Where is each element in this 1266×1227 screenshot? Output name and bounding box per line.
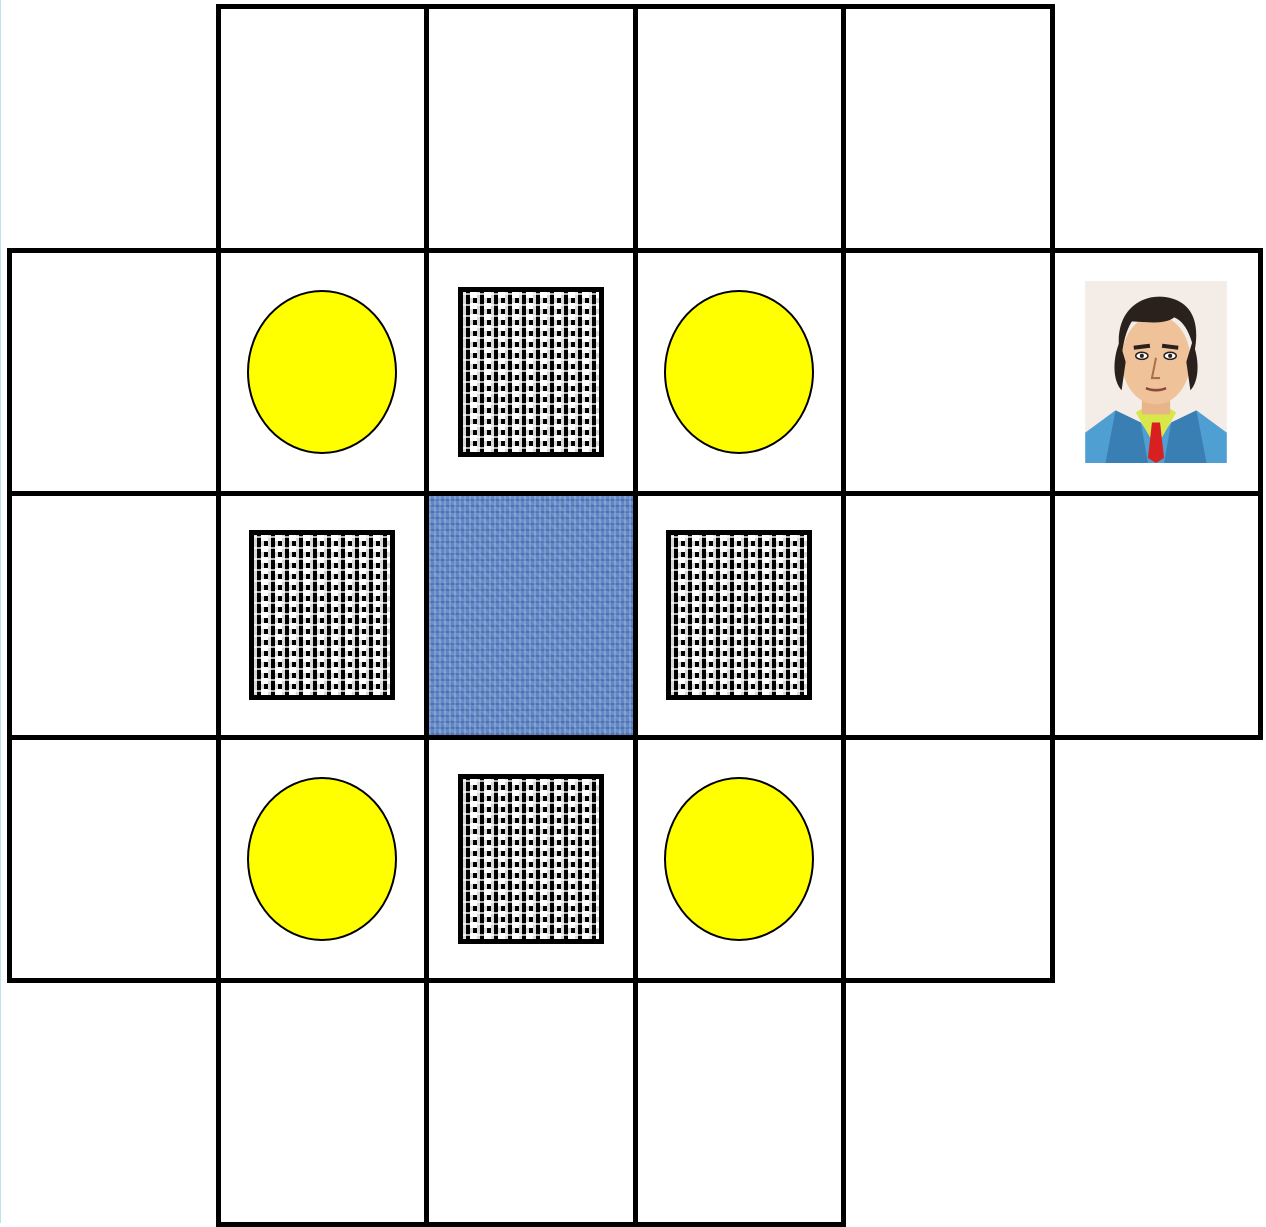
checkered-crate-icon: [666, 530, 812, 700]
board-cell[interactable]: [216, 978, 430, 1227]
board-cell[interactable]: [633, 4, 847, 253]
yellow-coin-icon: [664, 777, 814, 941]
blue-fabric-tile-icon: [424, 491, 638, 740]
man-portrait-icon[interactable]: [1085, 281, 1227, 463]
board-cell[interactable]: [841, 248, 1055, 497]
board-cell[interactable]: [1050, 491, 1264, 740]
board-cell[interactable]: [633, 978, 847, 1227]
board-cell[interactable]: [424, 4, 638, 253]
checkered-crate-icon: [249, 530, 395, 700]
checkered-crate-icon: [458, 774, 604, 944]
board-cell[interactable]: [841, 4, 1055, 253]
board-cell[interactable]: [7, 248, 221, 497]
board-cell[interactable]: [216, 4, 430, 253]
board-cell[interactable]: [7, 735, 221, 984]
board-cell[interactable]: [424, 978, 638, 1227]
yellow-coin-icon: [247, 290, 397, 454]
board-cell[interactable]: [7, 491, 221, 740]
checkered-crate-icon: [458, 287, 604, 457]
yellow-coin-icon: [247, 777, 397, 941]
board-cell[interactable]: [841, 735, 1055, 984]
board-cell[interactable]: [841, 491, 1055, 740]
yellow-coin-icon: [664, 290, 814, 454]
